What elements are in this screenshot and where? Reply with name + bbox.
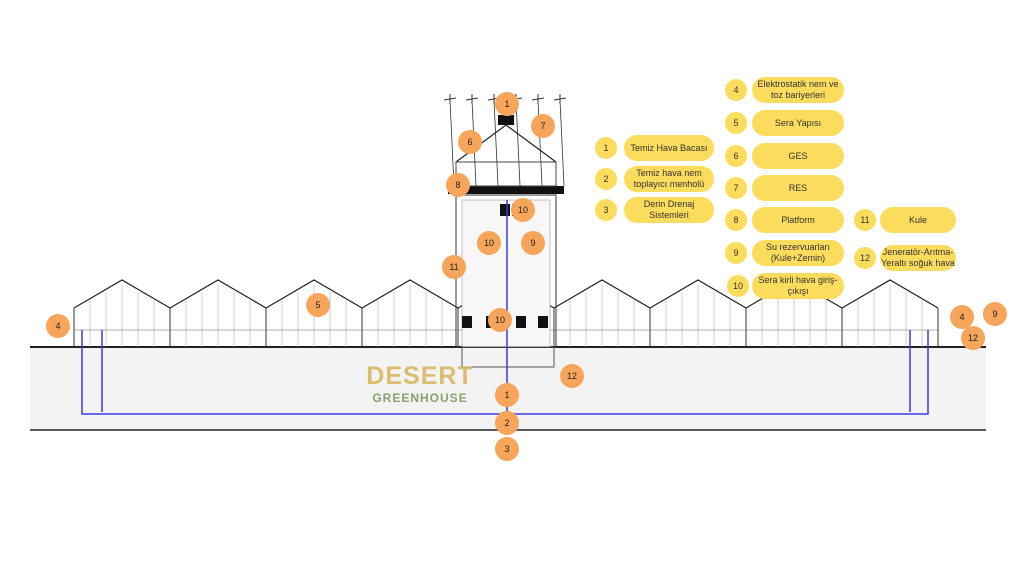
logo-text-greenhouse: GREENHOUSE — [372, 391, 468, 405]
wind-turbine-icon — [443, 94, 457, 104]
greenhouse-roof — [649, 279, 747, 309]
diagram-marker-9: 9 — [521, 231, 545, 255]
legend-label-2: Temiz hava nem toplayıcı menholü — [624, 166, 714, 192]
air-vent — [500, 204, 510, 216]
diagram-marker-3: 3 — [495, 437, 519, 461]
foundation — [461, 346, 555, 368]
diagram-marker-11: 11 — [442, 255, 466, 279]
diagram-marker-1: 1 — [495, 92, 519, 116]
greenhouse-roof — [73, 279, 171, 309]
wind-turbine-icon — [553, 94, 567, 104]
wind-turbine-mast — [515, 99, 521, 187]
legend-number-7: 7 — [725, 177, 747, 199]
diagram-marker-1: 1 — [495, 383, 519, 407]
logo-text-desert: DESERT — [366, 362, 474, 390]
legend-number-2: 2 — [595, 168, 617, 190]
wind-turbine-icon — [465, 94, 479, 104]
legend-number-3: 3 — [595, 199, 617, 221]
legend-label-11: Kule — [880, 207, 956, 233]
air-vent — [462, 316, 472, 328]
legend-label-7: RES — [752, 175, 844, 201]
legend-label-8: Platform — [752, 207, 844, 233]
legend-label-5: Sera Yapısı — [752, 110, 844, 136]
legend-number-11: 11 — [854, 209, 876, 231]
greenhouse-roof — [169, 279, 267, 309]
diagram-marker-8: 8 — [446, 173, 470, 197]
legend-label-3: Derin Drenaj Sistemleri — [624, 197, 714, 223]
legend-label-9: Su rezervuarları (Kule+Zemin) — [752, 240, 844, 266]
desert-greenhouse-logo: DESERT GREENHOUSE — [360, 310, 480, 405]
wind-turbine-mast — [537, 99, 543, 187]
legend-number-1: 1 — [595, 137, 617, 159]
platform — [448, 186, 564, 194]
legend-label-12: Jeneratör-Arıtma-Yeraltı soğuk hava — [880, 245, 956, 271]
diagram-marker-10: 10 — [477, 231, 501, 255]
diagram-marker-4: 4 — [46, 314, 70, 338]
air-vent — [516, 316, 526, 328]
greenhouse-roof — [841, 279, 939, 309]
wind-turbine-mast — [559, 99, 565, 187]
legend-number-6: 6 — [725, 145, 747, 167]
legend-label-10: Sera kirli hava giriş-çıkışı — [752, 273, 844, 299]
legend-number-5: 5 — [725, 112, 747, 134]
greenhouse-roof — [553, 279, 651, 309]
legend-label-6: GES — [752, 143, 844, 169]
wind-turbine-mast — [449, 99, 455, 187]
legend-label-4: Elektrostatik nem ve toz bariyerleri — [752, 77, 844, 103]
legend-number-12: 12 — [854, 247, 876, 269]
diagram-marker-12: 12 — [961, 326, 985, 350]
chimney-top — [498, 115, 514, 125]
diagram-marker-5: 5 — [306, 293, 330, 317]
diagram-marker-9: 9 — [983, 302, 1007, 326]
greenhouse-roof — [265, 279, 363, 309]
diagram-marker-6: 6 — [458, 130, 482, 154]
legend-number-9: 9 — [725, 242, 747, 264]
greenhouse-roof — [361, 279, 459, 309]
legend-number-4: 4 — [725, 79, 747, 101]
legend-number-8: 8 — [725, 209, 747, 231]
diagram-marker-7: 7 — [531, 114, 555, 138]
diagram-marker-4: 4 — [950, 305, 974, 329]
diagram-marker-12: 12 — [560, 364, 584, 388]
legend-label-1: Temiz Hava Bacası — [624, 135, 714, 161]
air-vent — [538, 316, 548, 328]
diagram-marker-10: 10 — [488, 308, 512, 332]
legend-number-10: 10 — [727, 275, 749, 297]
diagram-marker-2: 2 — [495, 411, 519, 435]
wind-turbine-icon — [531, 94, 545, 104]
wind-turbine-mast — [493, 99, 499, 187]
diagram-marker-10: 10 — [511, 198, 535, 222]
